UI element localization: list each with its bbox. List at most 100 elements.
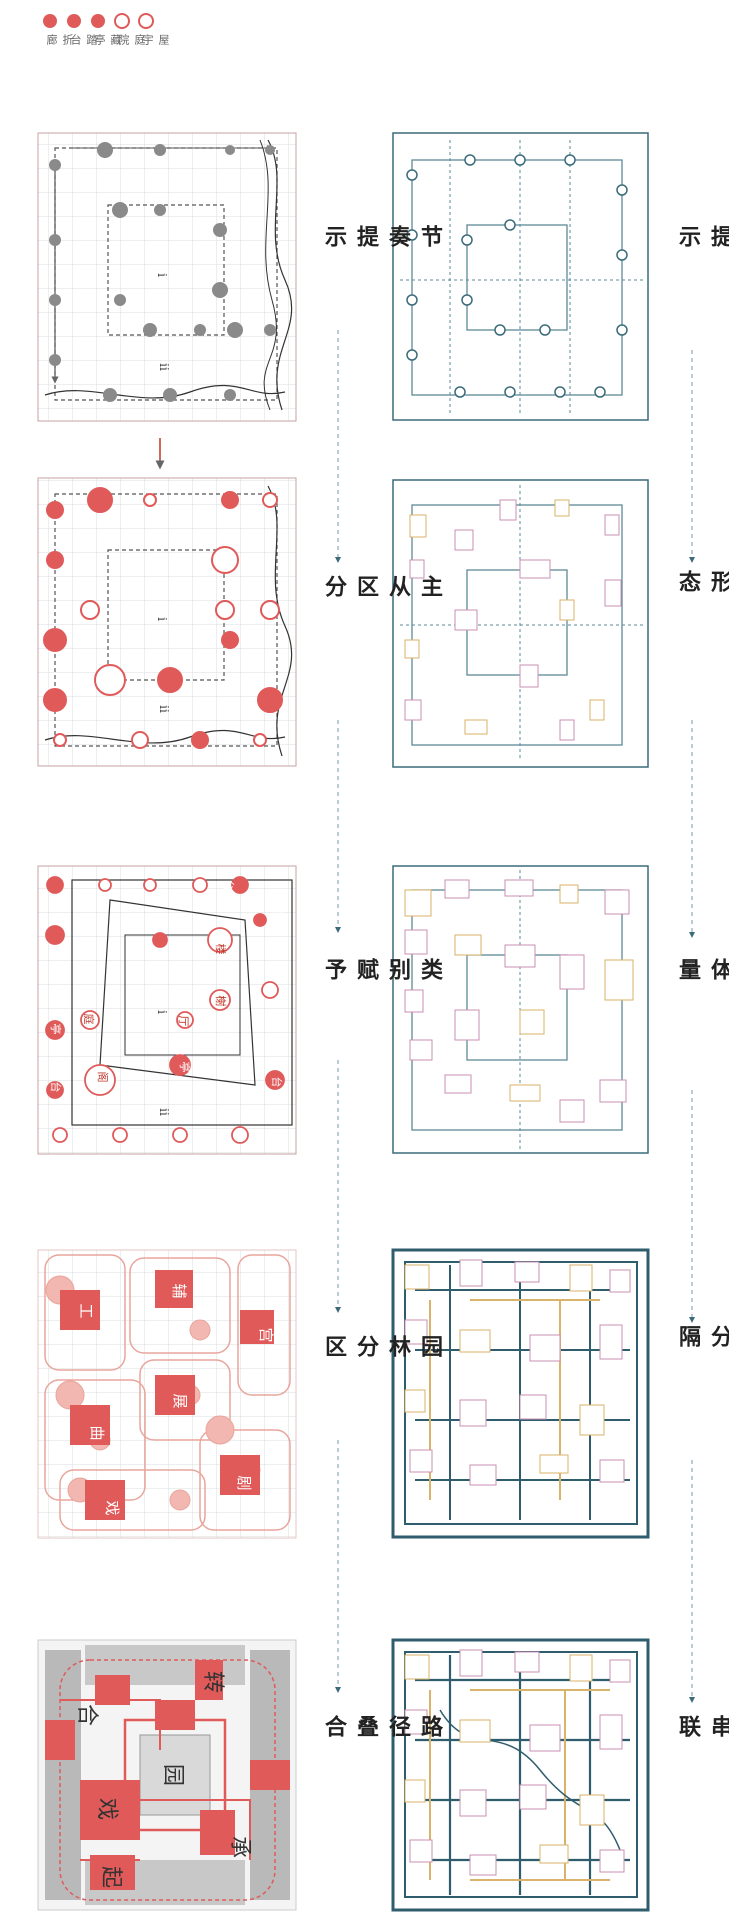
corridor-volume bbox=[609, 1659, 631, 1683]
node-teal bbox=[514, 154, 526, 166]
plan-box bbox=[554, 499, 570, 517]
composite-label-he: 合 bbox=[74, 1703, 99, 1726]
node-teal bbox=[616, 184, 628, 196]
category-label-ting-2: 亭 bbox=[49, 1023, 62, 1035]
legend-label-1: 屋宇 bbox=[141, 34, 170, 47]
left-panel-5 bbox=[37, 1639, 297, 1911]
left-step-label-4: 园林分区 bbox=[321, 1335, 443, 1363]
node-teal bbox=[461, 294, 473, 306]
node-red bbox=[262, 492, 278, 508]
volume-box bbox=[509, 1084, 541, 1102]
node-red bbox=[131, 731, 149, 749]
corridor-volume bbox=[404, 1709, 428, 1735]
node-gray bbox=[154, 144, 166, 156]
node-red bbox=[87, 487, 113, 513]
corridor-volume bbox=[514, 1261, 540, 1283]
node-zone bbox=[55, 1380, 85, 1410]
node-gray bbox=[49, 159, 61, 171]
plan-box bbox=[604, 579, 622, 607]
corridor-volume bbox=[404, 1389, 426, 1413]
panel-2-mark-ii: ii bbox=[156, 705, 171, 713]
node-red bbox=[221, 631, 239, 649]
corridor-volume bbox=[529, 1334, 561, 1362]
node-category bbox=[84, 1064, 116, 1096]
corridor-volume bbox=[599, 1714, 623, 1750]
node-gray bbox=[225, 145, 235, 155]
volume-box bbox=[604, 959, 634, 1001]
corridor-volume bbox=[404, 1264, 430, 1290]
right-step-label-5: 廊道串联 bbox=[675, 1715, 729, 1743]
corridor-volume bbox=[404, 1654, 430, 1680]
node-teal bbox=[594, 386, 606, 398]
node-category bbox=[265, 1070, 285, 1090]
corridor-volume bbox=[459, 1649, 483, 1677]
corridor-volume bbox=[469, 1464, 497, 1486]
plan-box bbox=[519, 664, 539, 688]
volume-box bbox=[404, 989, 424, 1013]
node-gray bbox=[163, 388, 177, 402]
zone-block bbox=[155, 1270, 193, 1308]
category-label-xie: 榭 bbox=[214, 995, 227, 1007]
node-gray bbox=[49, 294, 61, 306]
corridor-volume bbox=[539, 1454, 569, 1474]
left-step-label-2: 主从区分 bbox=[321, 575, 443, 603]
plan-box bbox=[409, 514, 427, 538]
left-step-label-5: 路径叠合 bbox=[321, 1715, 443, 1743]
node-category bbox=[176, 1011, 194, 1029]
right-step-label-1: 节奏提示 bbox=[675, 225, 729, 253]
category-label-tai-2: 台 bbox=[270, 907, 283, 919]
node-gray bbox=[49, 234, 61, 246]
flow-arrows bbox=[155, 330, 695, 1703]
right-step-label-2: 平面形态 bbox=[675, 570, 729, 598]
left-panel-2 bbox=[37, 477, 297, 767]
node-category bbox=[261, 981, 279, 999]
node-teal bbox=[554, 386, 566, 398]
plan-box bbox=[589, 699, 605, 721]
node-red bbox=[94, 664, 126, 696]
corridor-volume bbox=[404, 1779, 426, 1803]
corridor-volume bbox=[514, 1651, 540, 1673]
plan-box bbox=[559, 599, 575, 621]
node-gray bbox=[194, 324, 206, 336]
node-category bbox=[209, 989, 231, 1011]
node-zone bbox=[205, 1415, 235, 1445]
plan-box bbox=[519, 559, 551, 579]
node-gray bbox=[97, 142, 113, 158]
volume-box bbox=[604, 889, 630, 915]
left-panel-3 bbox=[37, 865, 297, 1155]
node-category bbox=[46, 876, 64, 894]
plan-box bbox=[404, 699, 422, 721]
panel-1-mark-i: i bbox=[154, 273, 169, 277]
node-red bbox=[53, 733, 67, 747]
plan-box bbox=[464, 719, 488, 735]
composite-label-cheng: 承 bbox=[227, 1835, 252, 1858]
zone-label-fu: 辅 bbox=[170, 1283, 189, 1299]
zone-label-yan: 宫 bbox=[257, 1327, 276, 1343]
node-category bbox=[169, 1054, 191, 1076]
node-gray bbox=[114, 294, 126, 306]
corridor-volume bbox=[609, 1269, 631, 1293]
node-teal bbox=[406, 294, 418, 306]
plan-box bbox=[559, 719, 575, 741]
corridor-volume bbox=[519, 1784, 547, 1810]
right-step-label-3: 三维体量 bbox=[675, 958, 729, 986]
plan-box bbox=[454, 609, 478, 631]
corridor-volume bbox=[599, 1459, 625, 1483]
node-teal bbox=[494, 324, 506, 336]
corridor-volume bbox=[459, 1329, 491, 1353]
corridor-volume bbox=[459, 1399, 487, 1427]
volume-box bbox=[504, 879, 534, 897]
corridor-volume bbox=[569, 1264, 593, 1292]
node-teal bbox=[406, 169, 418, 181]
node-red bbox=[43, 688, 67, 712]
node-category bbox=[231, 1126, 249, 1144]
node-gray bbox=[265, 145, 275, 155]
left-step-label-3: 类别赋予 bbox=[321, 958, 443, 986]
node-teal bbox=[461, 234, 473, 246]
category-label-ting-1: 亭 bbox=[178, 1061, 191, 1073]
plan-box bbox=[499, 499, 517, 521]
zone-label-xi: 戏 bbox=[103, 1500, 122, 1516]
zone-label-gong: 工 bbox=[77, 1303, 96, 1319]
node-teal bbox=[504, 219, 516, 231]
